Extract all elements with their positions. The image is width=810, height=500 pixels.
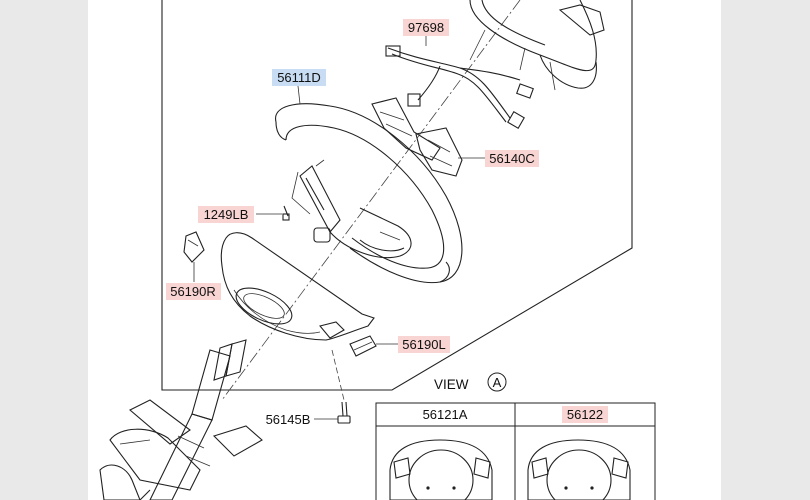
callout-97698[interactable]: 97698 bbox=[403, 19, 449, 36]
screw-part bbox=[282, 205, 290, 221]
callout-56145B[interactable]: 56145B bbox=[266, 412, 311, 427]
callout-56140C[interactable]: 56140C bbox=[485, 150, 539, 167]
label-56111D: 56111D bbox=[277, 70, 321, 85]
label-1249LB: 1249LB bbox=[204, 207, 249, 222]
view-column-56121A: 56121A bbox=[423, 407, 468, 422]
airbag-module bbox=[469, 0, 605, 91]
view-column-56122-cell[interactable]: 56122 bbox=[562, 406, 608, 423]
steering-wheel bbox=[275, 103, 463, 284]
wheel-thumbnail-56121A bbox=[389, 439, 493, 500]
label-56190L: 56190L bbox=[402, 337, 445, 352]
label-97698: 97698 bbox=[408, 20, 444, 35]
cover-left-part bbox=[349, 335, 377, 357]
steering-column bbox=[99, 339, 263, 500]
wheel-thumbnail-56122 bbox=[527, 439, 631, 500]
label-56190R: 56190R bbox=[170, 284, 216, 299]
label-56145B: 56145B bbox=[266, 412, 311, 427]
callout-56111D[interactable]: 56111D bbox=[272, 69, 326, 86]
wiring-harness bbox=[385, 45, 534, 129]
view-header: VIEW A bbox=[434, 372, 507, 392]
view-table: 56121A 56122 bbox=[375, 402, 656, 500]
assembly-frame bbox=[161, 0, 633, 391]
view-column-56122: 56122 bbox=[567, 407, 603, 422]
parts-diagram: 97698 56111D 56140C 1249LB 56190R 56190L… bbox=[99, 0, 656, 500]
center-axis bbox=[221, 0, 521, 401]
callout-1249LB[interactable]: 1249LB bbox=[198, 206, 254, 223]
bolt-part bbox=[331, 349, 351, 424]
parts-diagram-canvas: 97698 56111D 56140C 1249LB 56190R 56190L… bbox=[88, 0, 721, 500]
view-marker-circle bbox=[487, 372, 507, 392]
view-marker: A bbox=[493, 375, 502, 390]
remote-switch-assembly bbox=[371, 97, 463, 177]
callout-56190L[interactable]: 56190L bbox=[398, 336, 450, 353]
label-56140C: 56140C bbox=[489, 151, 535, 166]
view-title: VIEW bbox=[434, 377, 469, 392]
lower-cover bbox=[220, 232, 375, 341]
bolt-axis bbox=[331, 349, 345, 401]
callout-56190R[interactable]: 56190R bbox=[166, 283, 221, 300]
cover-right-part bbox=[183, 231, 205, 263]
leader-lines bbox=[193, 36, 486, 420]
